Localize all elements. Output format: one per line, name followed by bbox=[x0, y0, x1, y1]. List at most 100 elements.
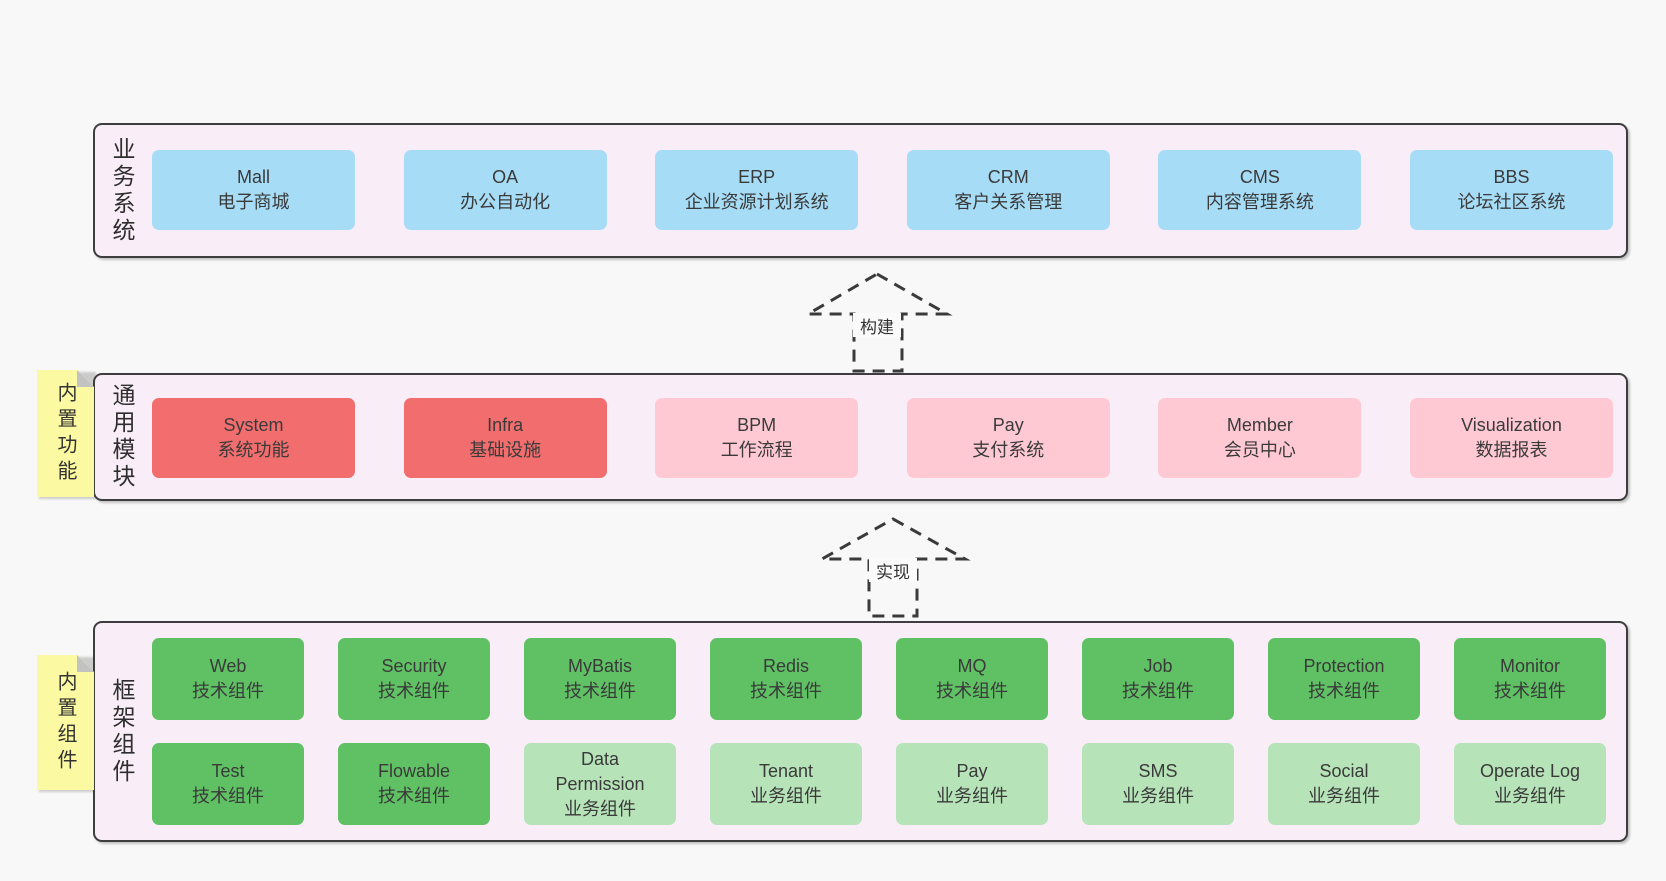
component-box-pay: Pay 业务组件 bbox=[896, 743, 1048, 825]
box-name: Job bbox=[1143, 656, 1173, 676]
box-desc: 技术组件 bbox=[192, 786, 264, 806]
module-box-bpm: BPM 工作流程 bbox=[655, 398, 859, 478]
band-framework-components: 框架组件 Web 技术组件 Security 技术组件 MyBatis 技术组件… bbox=[93, 621, 1628, 842]
box-name: Social bbox=[1319, 761, 1369, 781]
box-name: Visualization bbox=[1461, 415, 1562, 435]
box-desc: 支付系统 bbox=[972, 440, 1045, 460]
modules-box-row: System 系统功能 Infra 基础设施 BPM 工作流程 Pay 支付系统… bbox=[152, 398, 1613, 478]
arrow-build-label: 构建 bbox=[853, 313, 901, 337]
band-components-label: 框架组件 bbox=[109, 677, 135, 786]
component-box-security: Security 技术组件 bbox=[338, 638, 490, 720]
box-name: Web bbox=[209, 656, 247, 676]
component-box-job: Job 技术组件 bbox=[1082, 638, 1234, 720]
box-name: Protection bbox=[1303, 656, 1385, 676]
box-desc: 技术组件 bbox=[378, 786, 450, 806]
box-name: Pay bbox=[992, 415, 1024, 435]
box-name: Monitor bbox=[1499, 656, 1561, 676]
band-modules-label: 通用模块 bbox=[109, 383, 135, 491]
box-desc: 业务组件 bbox=[1122, 786, 1194, 806]
box-desc: 技术组件 bbox=[378, 681, 450, 701]
box-name: Infra bbox=[487, 415, 524, 435]
system-box-mall: Mall 电子商城 bbox=[152, 150, 355, 230]
component-box-protection: Protection 技术组件 bbox=[1268, 638, 1420, 720]
box-desc: 业务组件 bbox=[1308, 786, 1380, 806]
box-desc: 技术组件 bbox=[564, 681, 636, 701]
box-desc: 业务组件 bbox=[750, 786, 822, 806]
component-box-mq: MQ 技术组件 bbox=[896, 638, 1048, 720]
box-desc: 技术组件 bbox=[936, 681, 1008, 701]
module-box-pay: Pay 支付系统 bbox=[906, 398, 1110, 478]
module-box-infra: Infra 基础设施 bbox=[403, 398, 607, 478]
box-name: Tenant bbox=[758, 761, 814, 781]
box-desc: 技术组件 bbox=[192, 681, 264, 701]
box-name: OA bbox=[492, 167, 519, 187]
sticky-note-builtin-features: 内置功能 bbox=[37, 370, 94, 497]
box-desc: 业务组件 bbox=[564, 798, 636, 819]
dashed-up-arrow-implement bbox=[816, 517, 971, 618]
box-name: MyBatis bbox=[567, 656, 632, 676]
component-box-flowable: Flowable 技术组件 bbox=[338, 743, 490, 825]
box-desc: 业务组件 bbox=[936, 786, 1008, 806]
band-business-systems: 业务系统 Mall 电子商城 OA 办公自动化 ERP 企业资源计划系统 CRM… bbox=[93, 123, 1628, 258]
box-name: Redis bbox=[762, 656, 810, 676]
box-desc: 论坛社区系统 bbox=[1457, 192, 1566, 212]
box-name: Mall bbox=[236, 167, 270, 187]
component-box-monitor: Monitor 技术组件 bbox=[1454, 638, 1606, 720]
box-name: Test bbox=[211, 761, 245, 781]
box-name: Pay bbox=[956, 761, 988, 781]
system-box-erp: ERP 企业资源计划系统 bbox=[655, 150, 859, 230]
components-box-row-2: Test 技术组件 Flowable 技术组件 Data Permission … bbox=[152, 743, 1606, 825]
box-desc: 会员中心 bbox=[1223, 440, 1296, 460]
component-box-test: Test 技术组件 bbox=[152, 743, 304, 825]
sticky-note-builtin-components: 内置组件 bbox=[37, 655, 94, 790]
component-box-tenant: Tenant 业务组件 bbox=[710, 743, 862, 825]
box-name: SMS bbox=[1138, 761, 1178, 781]
box-desc: 内容管理系统 bbox=[1205, 192, 1314, 212]
module-box-visualization: Visualization 数据报表 bbox=[1409, 398, 1613, 478]
box-desc: 基础设施 bbox=[469, 440, 542, 460]
box-desc: 工作流程 bbox=[720, 440, 793, 460]
box-desc: 技术组件 bbox=[1494, 681, 1566, 701]
box-name: ERP bbox=[738, 167, 776, 187]
box-desc: 办公自动化 bbox=[460, 192, 551, 212]
box-desc: 企业资源计划系统 bbox=[684, 192, 829, 212]
box-name: Flowable bbox=[377, 761, 451, 781]
box-desc: 技术组件 bbox=[1122, 681, 1194, 701]
box-desc: 电子商城 bbox=[217, 192, 290, 212]
box-desc: 技术组件 bbox=[1308, 681, 1380, 701]
system-box-bbs: BBS 论坛社区系统 bbox=[1409, 150, 1613, 230]
note-label: 内置组件 bbox=[54, 670, 76, 775]
box-name: MQ bbox=[957, 656, 987, 676]
system-box-oa: OA 办公自动化 bbox=[403, 150, 607, 230]
component-box-social: Social 业务组件 bbox=[1268, 743, 1420, 825]
box-name: BBS bbox=[1493, 167, 1530, 187]
box-desc: 技术组件 bbox=[750, 681, 822, 701]
component-box-redis: Redis 技术组件 bbox=[710, 638, 862, 720]
box-name: Operate Log bbox=[1479, 761, 1581, 781]
box-desc: 业务组件 bbox=[1494, 786, 1566, 806]
module-box-system: System 系统功能 bbox=[152, 398, 355, 478]
component-box-mybatis: MyBatis 技术组件 bbox=[524, 638, 676, 720]
band-common-modules: 通用模块 System 系统功能 Infra 基础设施 BPM 工作流程 Pay… bbox=[93, 373, 1628, 501]
box-desc: 系统功能 bbox=[217, 440, 290, 460]
business-box-row: Mall 电子商城 OA 办公自动化 ERP 企业资源计划系统 CRM 客户关系… bbox=[152, 150, 1613, 230]
system-box-cms: CMS 内容管理系统 bbox=[1158, 150, 1362, 230]
components-box-row-1: Web 技术组件 Security 技术组件 MyBatis 技术组件 Redi… bbox=[152, 638, 1606, 720]
component-box-operate-log: Operate Log 业务组件 bbox=[1454, 743, 1606, 825]
box-desc: 数据报表 bbox=[1475, 440, 1548, 460]
module-box-member: Member 会员中心 bbox=[1158, 398, 1362, 478]
box-name: BPM bbox=[737, 415, 777, 435]
system-box-crm: CRM 客户关系管理 bbox=[906, 150, 1110, 230]
box-name: CRM bbox=[987, 167, 1029, 187]
box-desc: 客户关系管理 bbox=[954, 192, 1063, 212]
component-box-sms: SMS 业务组件 bbox=[1082, 743, 1234, 825]
arrow-implement-label: 实现 bbox=[869, 558, 917, 582]
dashed-up-arrow-build bbox=[802, 272, 953, 373]
box-name: Data Permission bbox=[555, 748, 645, 794]
box-name: System bbox=[223, 415, 284, 435]
box-name: Member bbox=[1226, 415, 1293, 435]
component-box-data-permission: Data Permission 业务组件 bbox=[524, 743, 676, 825]
note-label: 内置功能 bbox=[54, 381, 76, 486]
box-name: Security bbox=[381, 656, 447, 676]
band-business-label: 业务系统 bbox=[109, 136, 135, 245]
